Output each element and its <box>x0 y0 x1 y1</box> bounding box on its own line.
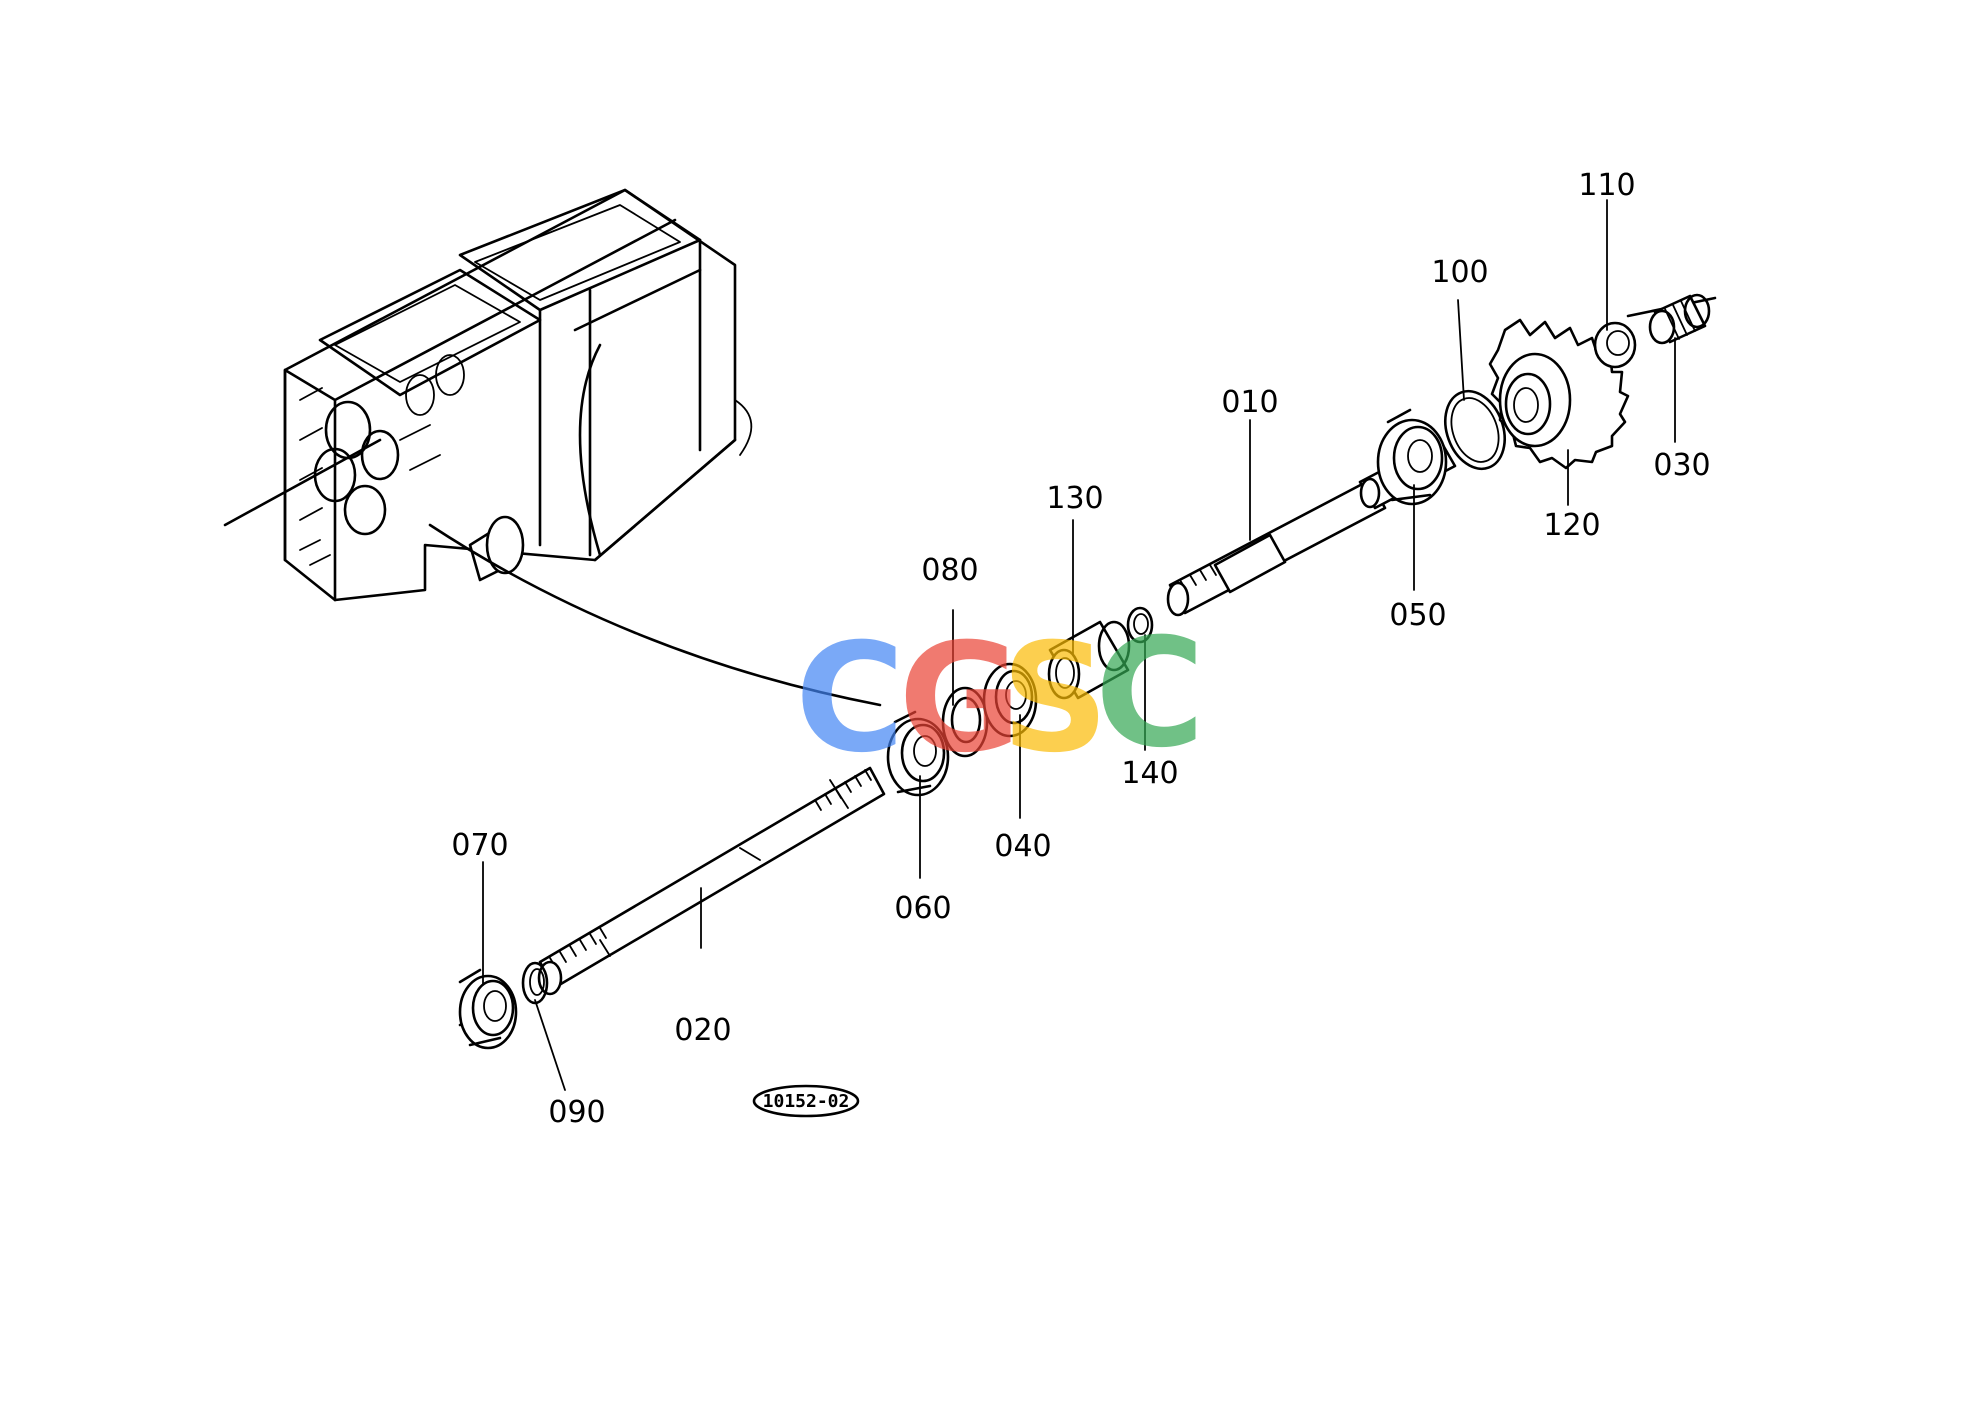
leader-lines <box>482 199 1676 1091</box>
part-060-bearing <box>886 710 950 797</box>
part-130-sleeve <box>1047 620 1131 700</box>
label-050: 050 <box>1389 598 1446 633</box>
drawing-code-badge: 10152-02 <box>752 1084 860 1118</box>
watermark: C G S C <box>795 607 1205 786</box>
part-120-gear <box>1488 318 1630 470</box>
label-060: 060 <box>894 891 951 926</box>
label-030: 030 <box>1653 448 1710 483</box>
watermark-letter-4: C <box>1095 607 1205 781</box>
label-110: 110 <box>1578 168 1635 203</box>
label-020: 020 <box>674 1013 731 1048</box>
label-070: 070 <box>451 828 508 863</box>
part-140-ring <box>1126 606 1154 644</box>
label-090: 090 <box>548 1095 605 1130</box>
label-140: 140 <box>1121 756 1178 791</box>
watermark-letter-3: S <box>1001 612 1109 786</box>
label-100: 100 <box>1431 255 1488 290</box>
label-040: 040 <box>994 829 1051 864</box>
label-010: 010 <box>1221 385 1278 420</box>
label-080: 080 <box>921 553 978 588</box>
part-050-bearing <box>1376 408 1448 506</box>
label-120: 120 <box>1543 508 1600 543</box>
label-130: 130 <box>1046 481 1103 516</box>
transmission-housing <box>283 188 753 602</box>
part-070-bearing <box>458 968 518 1050</box>
part-110-washer <box>1593 321 1637 369</box>
drawing-code: 10152-02 <box>763 1091 850 1112</box>
part-labels: 010 020 030 040 050 060 070 080 090 100 … <box>451 168 1710 1130</box>
watermark-letter-1: C <box>795 612 905 786</box>
part-020-lower-shaft <box>537 766 886 996</box>
part-080-ring <box>941 686 989 758</box>
part-040-bearing <box>982 662 1038 738</box>
part-090-circlip <box>521 961 549 1005</box>
part-030-needle-bearing <box>1648 293 1711 345</box>
watermark-letter-2: G <box>898 612 1021 786</box>
